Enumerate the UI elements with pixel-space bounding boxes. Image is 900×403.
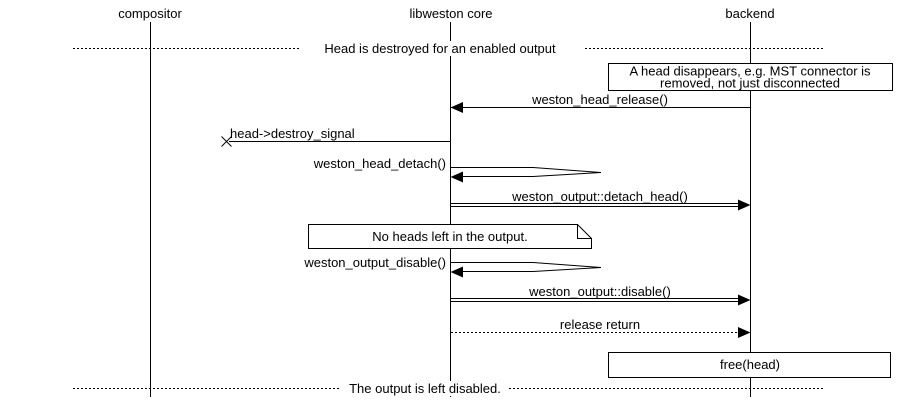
action-box-free-head-label: free(head) <box>720 357 780 372</box>
arrowhead-right-icon <box>738 294 751 306</box>
actor-label-compositor: compositor <box>118 6 182 21</box>
arrowhead-right-icon <box>738 327 751 338</box>
divider-bottom-label-background <box>341 381 509 396</box>
note-head-disappears-line2: removed, not just disconnected <box>660 76 840 91</box>
actor-label-libweston-core: libweston core <box>409 6 492 21</box>
arrowhead-right-icon <box>738 199 751 211</box>
message-label-destroy-signal: head->destroy_signal <box>230 126 355 141</box>
action-box-free-head <box>608 352 891 378</box>
note-head-disappears-line1: A head disappears, e.g. MST connector is <box>629 64 871 79</box>
lost-message-x-icon <box>221 136 232 147</box>
message-label-detach-head: weston_output::detach_head() <box>511 189 688 204</box>
note-no-heads-fold-icon <box>577 224 592 239</box>
message-label-release-return: release return <box>560 317 640 332</box>
self-call-loop-output-disable <box>450 262 602 272</box>
note-no-heads-box <box>308 224 592 249</box>
actor-label-backend: backend <box>725 6 774 21</box>
note-head-disappears-box <box>608 63 893 91</box>
arrowhead-left-icon <box>450 171 463 183</box>
arrowhead-left-icon <box>450 266 463 278</box>
note-no-heads-label: No heads left in the output. <box>372 229 527 244</box>
self-call-loop-head-detach <box>450 167 602 177</box>
message-label-disable: weston_output::disable() <box>528 284 671 299</box>
divider-bottom-label: The output is left disabled. <box>349 381 501 396</box>
message-label-weston-output-disable: weston_output_disable() <box>303 255 446 270</box>
message-label-weston-head-release: weston_head_release() <box>531 92 668 107</box>
divider-top-label-background <box>299 41 583 56</box>
divider-top-label: Head is destroyed for an enabled output <box>324 41 556 56</box>
arrowhead-left-icon <box>450 102 463 113</box>
message-label-weston-head-detach: weston_head_detach() <box>313 156 446 171</box>
